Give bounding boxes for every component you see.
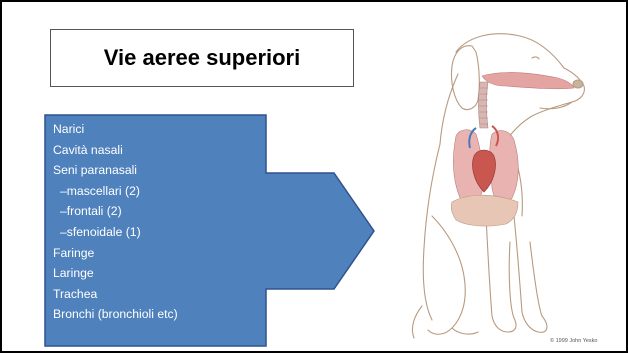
list-item: Laringe: [53, 263, 273, 284]
trachea-shape: [479, 82, 489, 128]
dog-respiratory-illustration: [382, 16, 604, 344]
illustration-credit: © 1999 John Yesko: [550, 338, 597, 344]
list-subitem: –mascellari (2): [53, 181, 273, 202]
title-box: Vie aeree superiori: [50, 29, 354, 87]
list-item: Narici: [53, 119, 273, 140]
list-item: Seni paranasali: [53, 160, 273, 181]
list-subitem: –frontali (2): [53, 201, 273, 222]
list-item: Trachea: [53, 284, 273, 305]
list-item: Cavità nasali: [53, 140, 273, 161]
list-item: Faringe: [53, 243, 273, 264]
slide-title: Vie aeree superiori: [104, 45, 301, 71]
list-item: Bronchi (bronchioli etc): [53, 304, 273, 325]
list-subitem: –sfenoidale (1): [53, 222, 273, 243]
airway-list: Narici Cavità nasali Seni paranasali –ma…: [53, 119, 273, 325]
